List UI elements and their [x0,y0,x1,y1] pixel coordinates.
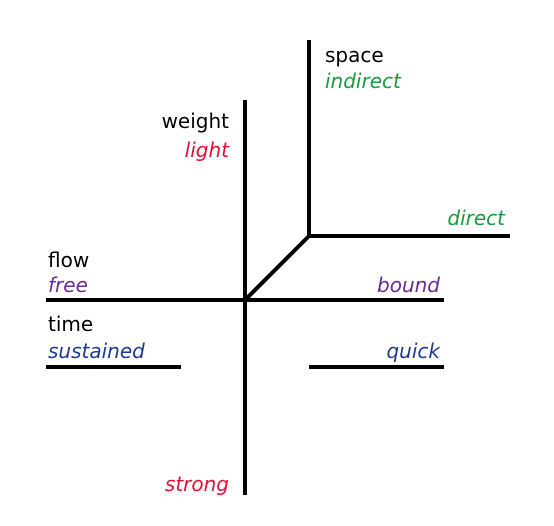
weight-light-label: light [185,138,230,162]
weight-title: weight [162,109,230,133]
time-sustained-label: sustained [48,339,145,363]
flow-free-label: free [48,273,88,297]
space-connector-diagonal [243,234,311,302]
space-indirect-label: indirect [325,69,402,93]
flow-title: flow [48,248,89,272]
time-quick-label: quick [386,339,441,363]
space-title: space [325,43,384,67]
time-title: time [48,312,93,336]
space-direct-label: direct [447,206,506,230]
flow-bound-label: bound [377,273,440,297]
weight-strong-label: strong [165,472,229,496]
